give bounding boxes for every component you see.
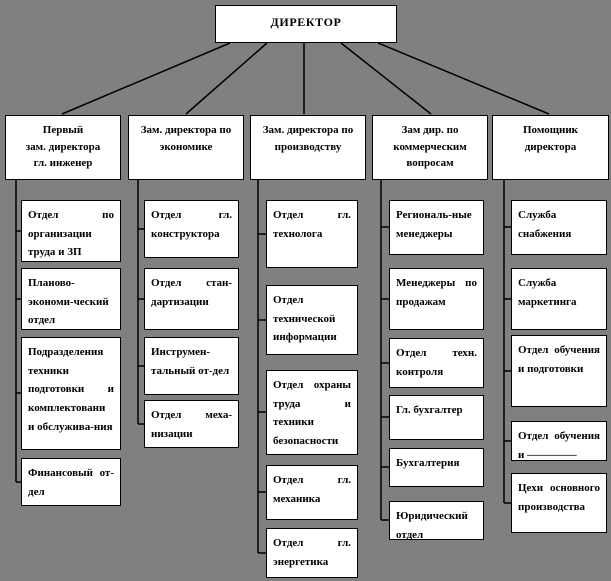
org-node-main-production-shops: Цехи основного производства [511,473,607,533]
org-node-labor-safety-dept: Отдел охраны труда и техники безопасност… [266,370,358,455]
org-node-chief-technologist-dept: Отдел гл. технолога [266,200,358,268]
org-node-instrumental-dept: Инструмен-тальный от-дел [144,337,239,395]
connector-root-branch-4 [340,42,432,115]
org-node-accounting: Бухгалтерия [389,448,484,487]
org-node-legal-dept: Юридический отдел [389,501,484,541]
org-node-planning-economic-dept: Планово-экономи-ческий отдел [21,268,121,330]
org-node-supply-service: Служба снабжения [511,200,607,255]
connector-branch-1-children [15,180,21,483]
connector-root-branch-1 [61,42,231,115]
org-node-finance-dept: Финансовый от-дел [21,458,121,506]
org-node-chief-designer-dept: Отдел гл. конструктора [144,200,239,258]
org-node-training-dept-2: Отдел обучения и ––––––––– [511,421,607,461]
org-node-training-preparation-dept: Отдел обучения и подготовки [511,335,607,407]
org-node-labor-org-dept: Отдел по организации труда и ЗП [21,200,121,262]
org-node-deputy-commercial: Зам дир. по коммерческим вопросам [372,115,488,180]
org-node-chief-mechanic-dept: Отдел гл. механика [266,465,358,520]
connector-branch-4-children [380,180,389,521]
org-node-chief-accountant: Гл. бухгалтер [389,395,484,440]
org-node-chief-power-engineer-dept: Отдел гл. энергетика [266,528,358,578]
org-node-director-assistant: Помощник директора [492,115,609,180]
org-node-technical-information-dept: Отдел технической информации [266,285,358,355]
org-node-regional-managers: Региональ-ные менеджеры [389,200,484,255]
org-node-mechanization-dept: Отдел меха-низации [144,400,239,448]
connector-root-branch-2 [185,42,268,115]
org-node-first-deputy-chief-engineer: Первый зам. директора гл. инженер [5,115,121,180]
org-node-deputy-economics: Зам. директора по экономике [128,115,244,180]
connector-root-branch-5 [377,42,550,115]
org-node-marketing-service: Служба маркетинга [511,268,607,330]
connector-branch-2-children [137,180,144,425]
connector-branch-5-children [503,180,511,504]
org-node-standardization-dept: Отдел стан-дартизации [144,268,239,330]
org-node-technical-control-dept: Отдел техн. контроля [389,338,484,388]
org-node-deputy-production: Зам. директора по производству [250,115,366,180]
org-node-director: ДИРЕКТОР [215,5,397,43]
connector-branch-3-children [257,180,266,554]
org-node-technical-preparation-units: Подразделения техники подготовки и компл… [21,337,121,450]
org-node-sales-managers: Менеджеры по продажам [389,268,484,330]
